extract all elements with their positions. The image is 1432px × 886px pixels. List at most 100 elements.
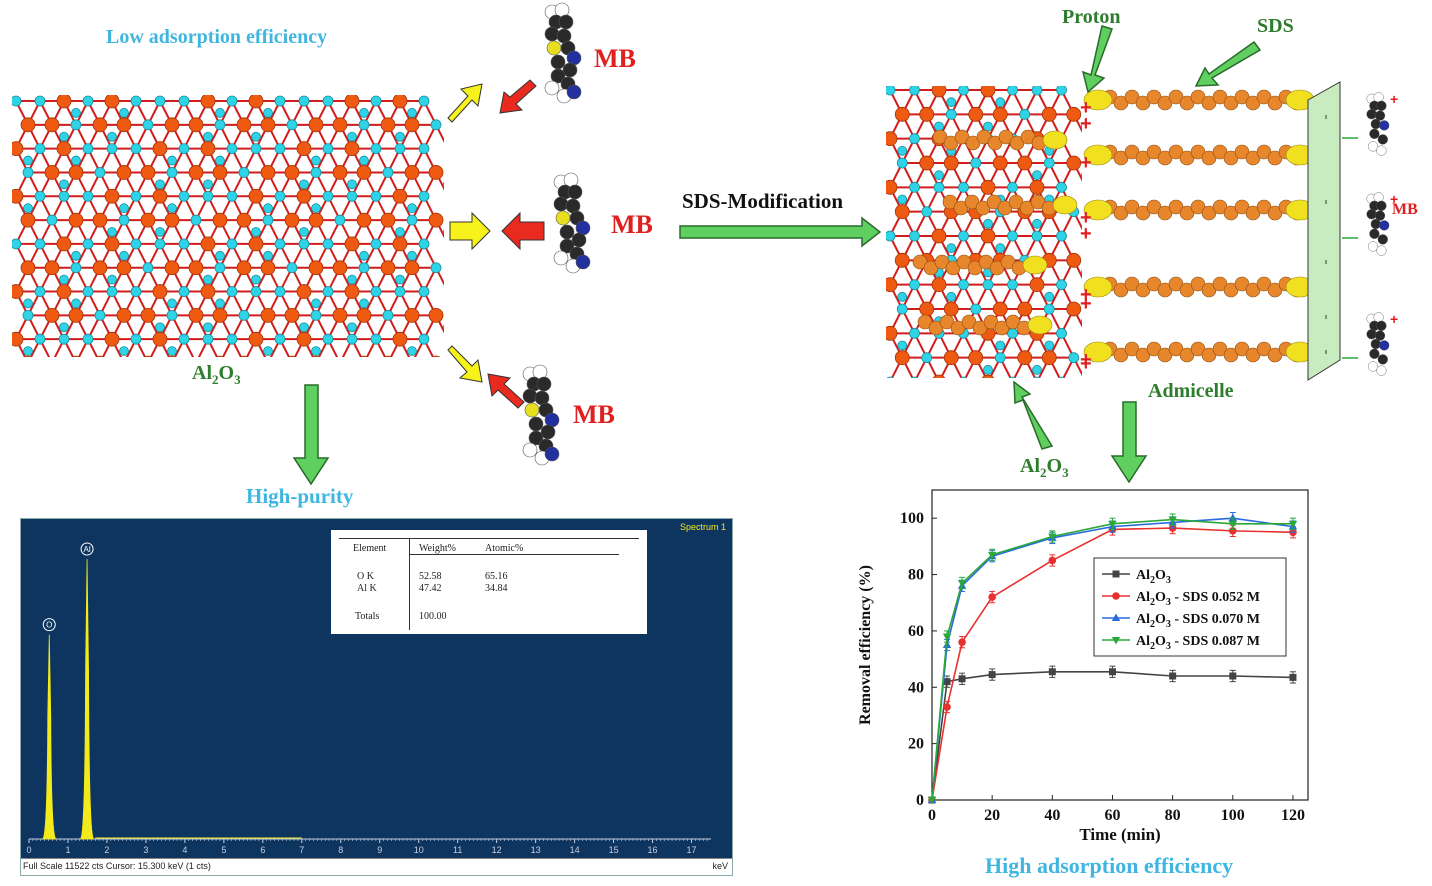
aluminum-atom [262, 214, 274, 226]
plus-sign: + [1080, 349, 1092, 371]
aluminum-atom [22, 309, 34, 321]
admicelle-label: Admicelle [1148, 380, 1234, 402]
oxygen-atom [1066, 301, 1082, 317]
mb-atom [544, 80, 560, 96]
oxygen-atom [296, 141, 312, 157]
aluminum-atom [1033, 376, 1041, 378]
aluminum-atom [921, 206, 933, 218]
aluminum-atom [263, 250, 273, 261]
data-point [958, 638, 966, 646]
aluminum-atom [359, 250, 369, 261]
oxygen-atom [392, 236, 408, 252]
aluminum-atom [896, 303, 908, 315]
sds-modified-lattice [886, 86, 1082, 378]
oxygen-atom [260, 165, 276, 180]
oxygen-atom [140, 307, 156, 323]
x-tick-label: 12 [492, 845, 502, 855]
oxygen-atom [943, 350, 959, 366]
eds-composition-table: Element Weight% Atomic% O K 52.58 65.16 … [331, 530, 647, 634]
aluminum-atom [298, 238, 310, 250]
x-tick-label: 15 [609, 845, 619, 855]
aluminum-atom [418, 190, 430, 202]
aluminum-atom [34, 238, 46, 250]
mb-atom [1369, 228, 1380, 239]
aluminum-atom [909, 279, 920, 291]
aluminum-atom [118, 214, 130, 226]
data-point [1112, 570, 1120, 578]
aluminum-atom [897, 194, 908, 205]
oxygen-atom [404, 117, 420, 133]
x-tick-label: 16 [648, 845, 658, 855]
mb-atom [1366, 329, 1377, 340]
oxygen-atom [143, 355, 153, 357]
oxygen-atom [311, 355, 321, 357]
series-line [931, 670, 1293, 801]
aluminum-atom [1081, 123, 1082, 130]
aluminum-atom [154, 95, 166, 107]
aluminum-atom [215, 298, 225, 309]
oxygen-atom [164, 260, 180, 276]
oxygen-atom [44, 307, 60, 323]
aluminum-atom [34, 286, 46, 297]
aluminum-atom [190, 214, 202, 226]
oxygen-atom [894, 204, 910, 220]
aluminum-atom [897, 340, 908, 351]
aluminum-atom [946, 243, 957, 254]
mb-molecule-icon [522, 364, 560, 466]
mb-atom [566, 84, 582, 100]
sds-chain: + [1080, 199, 1315, 229]
oxygen-atom [992, 106, 1008, 122]
aluminum-atom [909, 230, 920, 242]
aluminum-atom [82, 95, 94, 107]
aluminum-atom [407, 346, 417, 356]
aluminum-atom [370, 190, 382, 202]
oxygen-atom [359, 355, 369, 357]
mb-atom [1367, 241, 1379, 252]
aluminum-atom [310, 167, 322, 178]
aluminum-atom [1068, 352, 1080, 364]
oxygen-atom [1066, 155, 1082, 171]
aluminum-atom [1007, 230, 1018, 242]
aluminum-atom [215, 155, 225, 166]
plus-sign: + [1080, 207, 1092, 229]
aluminum-atom [1032, 364, 1042, 375]
oxygen-atom [1041, 106, 1057, 122]
aluminum-atom [71, 298, 81, 309]
oxygen-atom [344, 141, 360, 157]
aluminum-atom [1044, 291, 1055, 302]
table-cell: 65.16 [485, 571, 508, 582]
oxygen-atom [200, 95, 216, 109]
aluminum-atom [263, 203, 273, 214]
x-tick-label: 80 [1165, 807, 1181, 824]
aluminum-atom [407, 250, 417, 261]
table-cell: Totals [355, 611, 380, 622]
mb-atom [1379, 120, 1390, 131]
high-adsorption-label: High adsorption efficiency [985, 853, 1234, 878]
mb-atom [1377, 134, 1388, 145]
oxygen-atom [392, 188, 408, 204]
oxygen-atom [140, 165, 156, 180]
oxygen-atom [200, 284, 216, 299]
oxygen-atom [968, 106, 984, 122]
oxygen-atom [296, 188, 312, 204]
oxygen-atom [392, 95, 408, 109]
lattice-group [12, 95, 444, 357]
aluminum-atom [909, 133, 920, 145]
aluminum-atom [119, 346, 129, 356]
x-tick-label: 17 [687, 845, 697, 855]
x-tick-label: 20 [984, 807, 1000, 824]
x-tick-label: 6 [260, 845, 265, 855]
aluminum-atom [406, 214, 418, 226]
oxygen-atom [1066, 252, 1082, 268]
table-cell: 47.42 [419, 583, 442, 594]
aluminum-atom [130, 190, 142, 202]
aluminum-atom [167, 155, 177, 166]
x-tick-label: 5 [221, 845, 226, 855]
aluminum-atom [94, 167, 106, 178]
aluminum-atom [71, 250, 81, 261]
aluminum-atom [310, 309, 322, 321]
aluminum-atom [34, 190, 46, 202]
sds-chain-inner [942, 194, 1078, 216]
